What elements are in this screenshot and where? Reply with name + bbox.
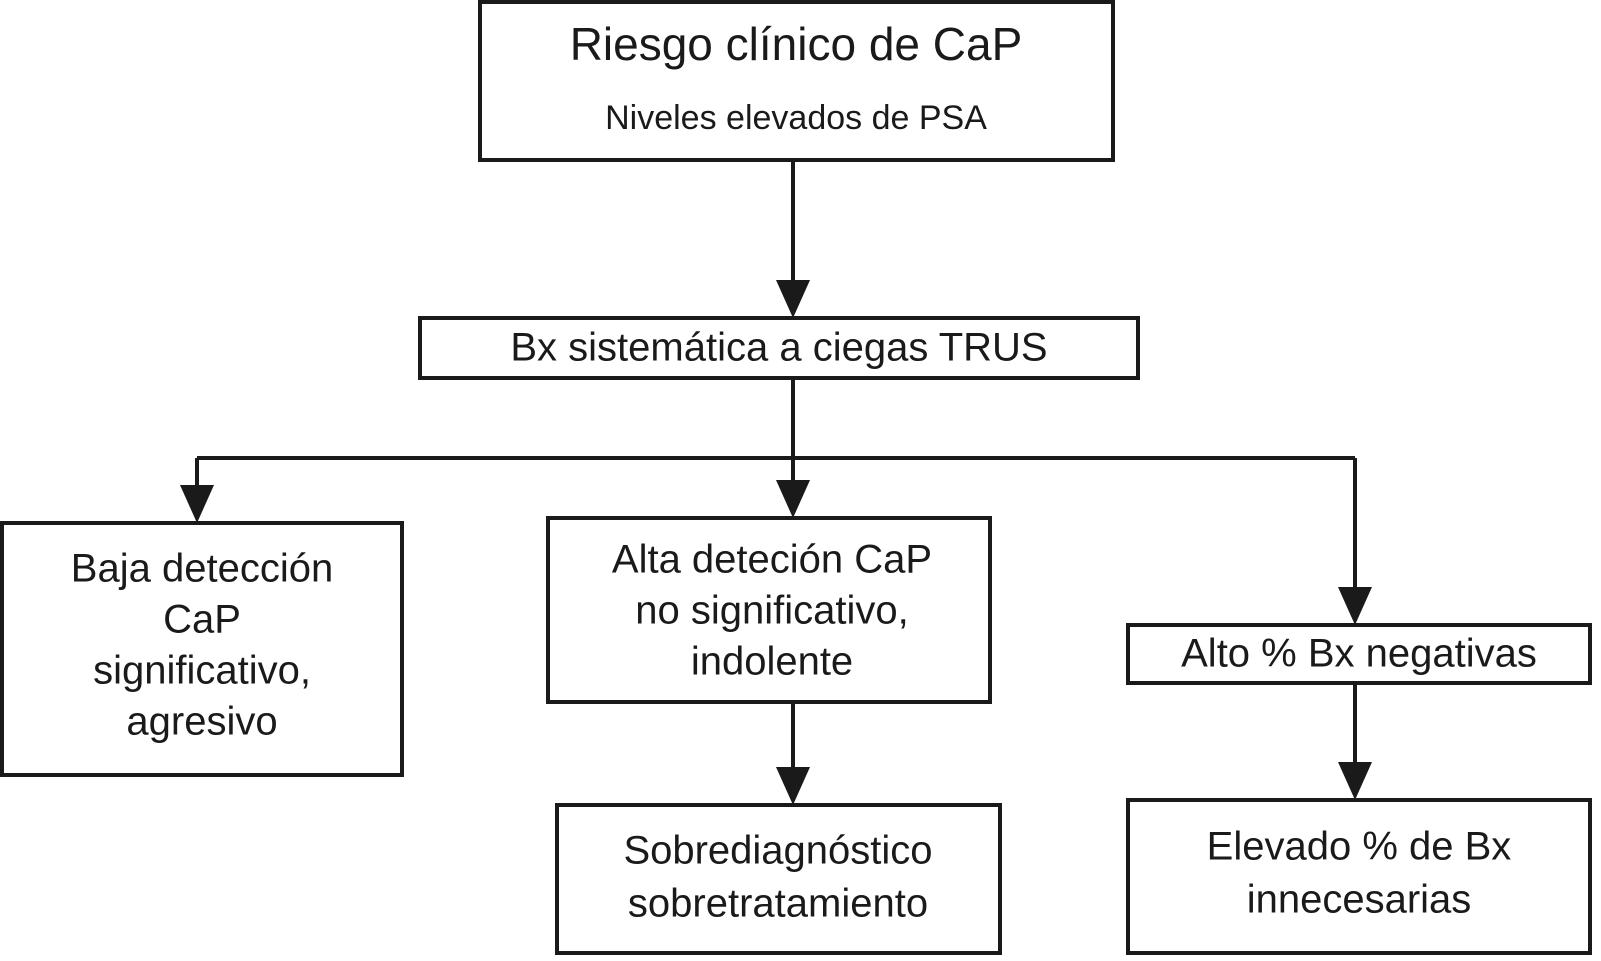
node-risk-line2: Niveles elevados de PSA [605, 99, 987, 137]
node-high-detection-line1: Alta deteción CaP [612, 538, 932, 582]
node-low-detection-line1: Baja detección [71, 547, 333, 591]
node-negative-bx-line1: Alto % Bx negativas [1181, 632, 1537, 676]
edge-negative-bx-to-unnecessary-bx [1338, 683, 1372, 800]
node-unnecessary-bx-box[interactable] [1126, 798, 1592, 955]
node-risk-box[interactable] [478, 0, 1115, 162]
node-biopsy[interactable]: Bx sistemática a ciegas TRUS [418, 316, 1140, 380]
node-unnecessary-bx[interactable]: Elevado % de Bx innecesarias [1126, 798, 1592, 955]
edge-biopsy-to-negative-bx [1338, 458, 1372, 625]
node-overdiagnosis-line1: Sobrediagnóstico [623, 829, 932, 873]
node-low-detection-line2: CaP [163, 598, 241, 642]
node-risk[interactable]: Riesgo clínico de CaP Niveles elevados d… [478, 0, 1115, 162]
node-high-detection-line3: indolente [691, 640, 853, 684]
node-overdiagnosis[interactable]: Sobrediagnóstico sobretratamiento [555, 803, 1002, 955]
arrow-head-icon [1338, 762, 1372, 800]
node-negative-bx[interactable]: Alto % Bx negativas [1126, 623, 1592, 685]
node-low-detection-line4: agresivo [126, 700, 277, 744]
node-low-detection[interactable]: Baja detección CaP significativo, agresi… [0, 521, 404, 777]
node-overdiagnosis-box[interactable] [555, 803, 1002, 955]
node-negative-bx-box[interactable] [1126, 623, 1592, 685]
node-high-detection-box[interactable] [546, 516, 992, 704]
node-unnecessary-bx-line1: Elevado % de Bx [1207, 825, 1512, 869]
node-biopsy-box[interactable] [418, 316, 1140, 380]
edge-biopsy-to-high-detection [776, 458, 810, 518]
edge-biopsy-to-bus [197, 378, 1355, 460]
edge-high-detection-to-overdiagnosis [776, 702, 810, 805]
node-risk-line1: Riesgo clínico de CaP [570, 18, 1023, 70]
edge-biopsy-to-low-detection [180, 458, 214, 523]
arrow-head-icon [776, 280, 810, 318]
arrow-head-icon [776, 767, 810, 805]
edge-risk-to-biopsy [776, 160, 810, 318]
arrow-head-icon [1338, 587, 1372, 625]
node-overdiagnosis-line2: sobretratamiento [628, 882, 928, 926]
node-unnecessary-bx-line2: innecesarias [1247, 878, 1472, 922]
node-high-detection[interactable]: Alta deteción CaP no significativo, indo… [546, 516, 992, 704]
arrow-head-icon [776, 480, 810, 518]
node-biopsy-line1: Bx sistemática a ciegas TRUS [510, 326, 1047, 370]
node-high-detection-line2: no significativo, [635, 589, 908, 633]
arrow-head-icon [180, 485, 214, 523]
node-low-detection-box[interactable] [0, 521, 404, 777]
node-low-detection-line3: significativo, [93, 649, 311, 693]
